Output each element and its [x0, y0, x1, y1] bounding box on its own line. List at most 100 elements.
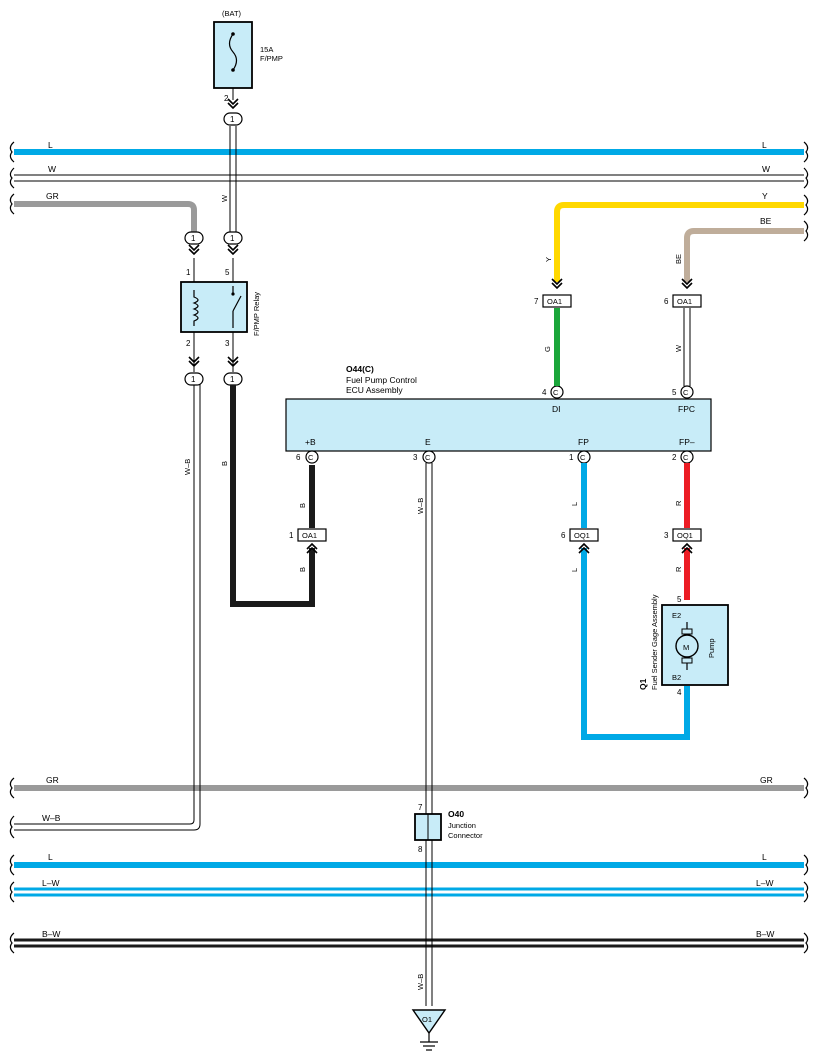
wire-label-wb-relay: W–B: [183, 459, 192, 475]
fuse-rating: 15A: [260, 45, 273, 54]
svg-text:1: 1: [191, 234, 196, 243]
bus-gr-bottom: GR GR: [9, 775, 809, 799]
connector-1-relay-in-right: 1: [223, 231, 243, 255]
relay-pin-2: 2: [186, 339, 191, 348]
bus-l-bottom-label-left: L: [48, 852, 53, 862]
connector-1-relay-out-left: 1: [184, 372, 204, 386]
bus-w-top-label-left: W: [48, 164, 56, 174]
relay-name: F/PMP Relay: [252, 292, 261, 336]
bus-l-bottom: L L: [9, 852, 809, 876]
ecu-terminal-di: DI: [552, 404, 561, 414]
svg-text:OA1: OA1: [302, 531, 317, 540]
pump-code: Q1: [638, 678, 648, 690]
svg-text:6: 6: [664, 297, 669, 306]
ecu-name-1: Fuel Pump Control: [346, 375, 417, 385]
connector-oq1-fpminus: OQ1 3: [664, 528, 702, 554]
wire-g: G: [543, 308, 560, 386]
junction-pin-bottom: 8: [418, 845, 423, 854]
ecu-code: O44(C): [346, 364, 374, 374]
bus-bw-label-left: B–W: [42, 929, 60, 939]
wire-label-b-oa1: B: [298, 567, 307, 572]
bus-be: BE: [684, 216, 809, 282]
wire-label-w-fpc: W: [674, 344, 683, 352]
pump-name: Fuel Sender Gage Assembly: [650, 594, 659, 690]
wire-label-y: Y: [544, 257, 553, 262]
fuse-name: F/PMP: [260, 54, 283, 63]
bus-y-label: Y: [762, 191, 768, 201]
svg-text:C: C: [683, 453, 689, 462]
svg-text:C: C: [308, 453, 314, 462]
pump-pin-top: 5: [677, 595, 682, 604]
wire-label-be: BE: [674, 254, 683, 264]
junction-code: O40: [448, 809, 464, 819]
junction-name-1: Junction: [448, 821, 476, 830]
svg-text:C: C: [553, 388, 559, 397]
svg-text:4: 4: [542, 388, 547, 397]
bus-wb: W–B: [9, 382, 201, 839]
connector-oa1-b: OA1 1: [289, 528, 327, 554]
connector-oa1-fpc: OA1 6: [664, 294, 702, 308]
svg-text:6: 6: [296, 453, 301, 462]
pump-pin-bottom: 4: [677, 688, 682, 697]
svg-text:OQ1: OQ1: [677, 531, 693, 540]
svg-text:3: 3: [413, 453, 418, 462]
bus-be-label: BE: [760, 216, 772, 226]
ecu-fuel-pump-control: O44(C) Fuel Pump Control ECU Assembly DI…: [285, 364, 712, 464]
ecu-terminal-fp: FP: [578, 437, 589, 447]
svg-text:C: C: [580, 453, 586, 462]
bus-gr-bottom-label-right: GR: [760, 775, 773, 785]
svg-text:1: 1: [569, 453, 574, 462]
connector-1-relay-out-right: 1: [223, 372, 243, 386]
pump-e2: E2: [672, 611, 681, 620]
ecu-terminal-fpminus: FP–: [679, 437, 695, 447]
svg-text:1: 1: [191, 375, 196, 384]
bus-l-bottom-label-right: L: [762, 852, 767, 862]
connector-oa1-di: OA1 7: [534, 294, 572, 308]
bus-w-top: W W: [9, 164, 809, 189]
connector-oq1-fp: OQ1 6: [561, 528, 599, 554]
relay-pin-5: 5: [225, 268, 230, 277]
fuel-sender-gage-assembly: 5 E2 B2 M Pump 4 Q1 Fuel Sender Gage Ass…: [638, 594, 729, 697]
wire-label-b-relay: B: [220, 461, 229, 466]
svg-text:1: 1: [230, 375, 235, 384]
ground-o1: O1: [411, 1009, 447, 1051]
bus-l-top-label-right: L: [762, 140, 767, 150]
bus-bw: B–W B–W: [9, 929, 809, 954]
svg-text:C: C: [425, 453, 431, 462]
svg-text:OA1: OA1: [677, 297, 692, 306]
wire-r-fpminus: R R: [674, 463, 690, 600]
junction-name-2: Connector: [448, 831, 483, 840]
svg-text:2: 2: [672, 453, 677, 462]
junction-pin-top: 7: [418, 803, 423, 812]
svg-text:OQ1: OQ1: [574, 531, 590, 540]
wire-l-fp: L L: [570, 463, 690, 740]
connector-1-fuse: 1: [223, 112, 243, 126]
relay-pin-3: 3: [225, 339, 230, 348]
svg-text:OA1: OA1: [547, 297, 562, 306]
wire-label-b-ecu: B: [298, 503, 307, 508]
fuse-f-pmp: (BAT) 15A F/PMP 2: [213, 9, 283, 109]
wire-wb-ground: W–B W–B: [416, 463, 433, 1006]
wire-label-r-oq1: R: [674, 566, 683, 572]
bus-lw-label-left: L–W: [42, 878, 59, 888]
motor-icon: M: [683, 643, 689, 652]
wire-label-r-fpm: R: [674, 500, 683, 506]
ecu-name-2: ECU Assembly: [346, 385, 403, 395]
bus-l-top: L L: [9, 140, 809, 163]
bus-y: Y: [554, 191, 809, 282]
svg-text:6: 6: [561, 531, 566, 540]
junction-connector: 7 8 O40 Junction Connector: [414, 803, 483, 854]
wire-w-fuse-relay: W: [220, 126, 237, 232]
svg-text:1: 1: [230, 234, 235, 243]
bus-gr-bottom-label-left: GR: [46, 775, 59, 785]
wire-label-wb-ground: W–B: [416, 974, 425, 990]
wire-label-g: G: [543, 346, 552, 352]
bus-l-top-label-left: L: [48, 140, 53, 150]
ecu-terminal-e: E: [425, 437, 431, 447]
bus-lw: L–W L–W: [9, 878, 809, 903]
fuse-pin: 2: [224, 94, 229, 103]
svg-text:5: 5: [672, 388, 677, 397]
bus-w-top-label-right: W: [762, 164, 770, 174]
wire-label-w: W: [220, 194, 229, 202]
